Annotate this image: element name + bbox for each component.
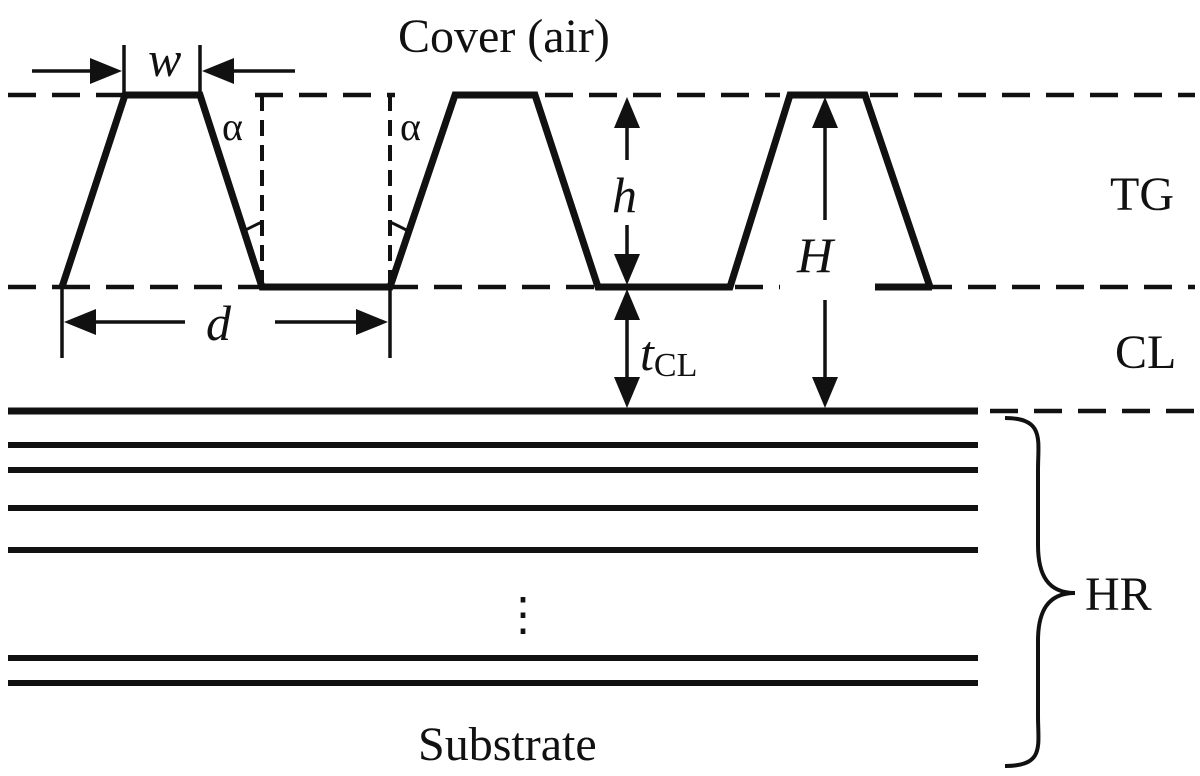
tcl-label: tCL [640,325,697,384]
hr-curly-brace [1004,416,1076,768]
cover-label: Cover (air) [398,10,610,63]
tcl-label-subscript: CL [654,347,697,384]
H-label: H [796,227,836,283]
hr-label: HR [1085,568,1152,621]
cl-label: CL [1115,326,1176,379]
w-dimension-arrows [32,45,295,95]
alpha-label-right: α [400,104,421,149]
h-label: h [612,167,637,223]
alpha-arc-right [389,220,411,234]
hr-layer-stack [8,442,978,686]
H-dimension-arrow [812,97,838,408]
h-dimension-arrow [614,97,640,285]
tcl-label-main: t [640,325,655,381]
substrate-label: Substrate [418,718,597,771]
hr-ellipsis: ⋮ [500,589,546,640]
d-dimension-arrows [60,287,392,358]
trapezoid-grating-profile [58,91,934,291]
w-label: w [148,31,181,87]
alpha-label-left: α [222,104,243,149]
alpha-arc-left [241,220,263,234]
tg-label: TG [1110,168,1174,221]
tcl-dimension-arrow [614,289,640,408]
d-label: d [206,295,232,351]
